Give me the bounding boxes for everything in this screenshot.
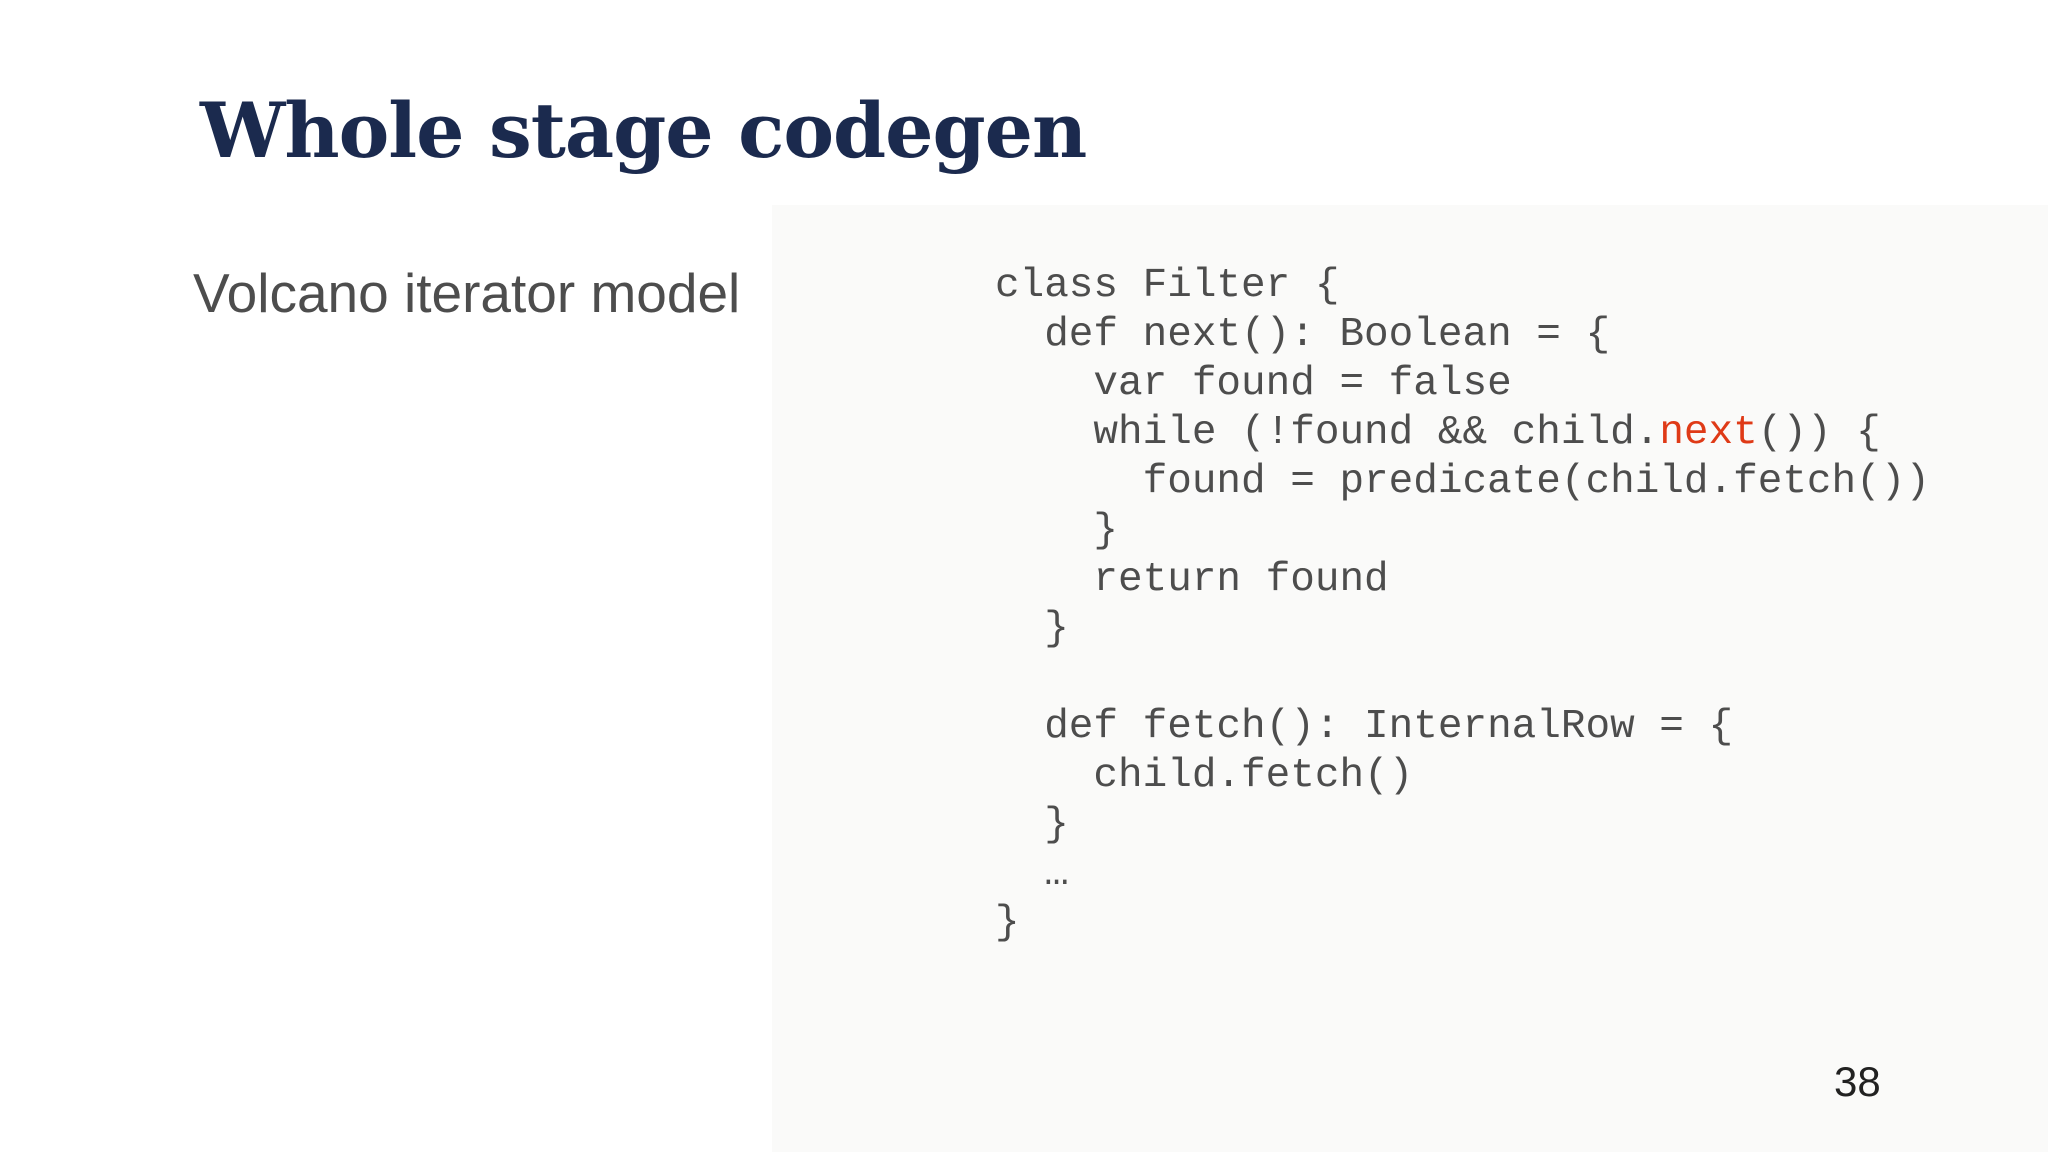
highlighted-code-token: next [1659, 410, 1758, 456]
code-line: … [995, 851, 1069, 897]
code-line: while (!found && child.next()) { [995, 410, 1881, 456]
code-line: def next(): Boolean = { [995, 312, 1611, 358]
code-line: } [995, 606, 1069, 652]
code-line [995, 654, 1930, 703]
code-panel-background [772, 205, 2048, 1152]
code-line: def fetch(): InternalRow = { [995, 704, 1734, 750]
slide-subtitle: Volcano iterator model [193, 262, 741, 324]
slide-title: Whole stage codegen [200, 86, 1087, 175]
code-line: } [995, 802, 1069, 848]
page-number: 38 [1834, 1058, 1881, 1105]
code-line: return found [995, 557, 1389, 603]
code-line: found = predicate(child.fetch()) [995, 459, 1930, 505]
code-block: class Filter { def next(): Boolean = { v… [995, 262, 1930, 948]
code-line: class Filter { [995, 263, 1340, 309]
code-line: var found = false [995, 361, 1512, 407]
code-line: } [995, 508, 1119, 554]
code-line: child.fetch() [995, 753, 1414, 799]
code-line: } [995, 900, 1020, 946]
